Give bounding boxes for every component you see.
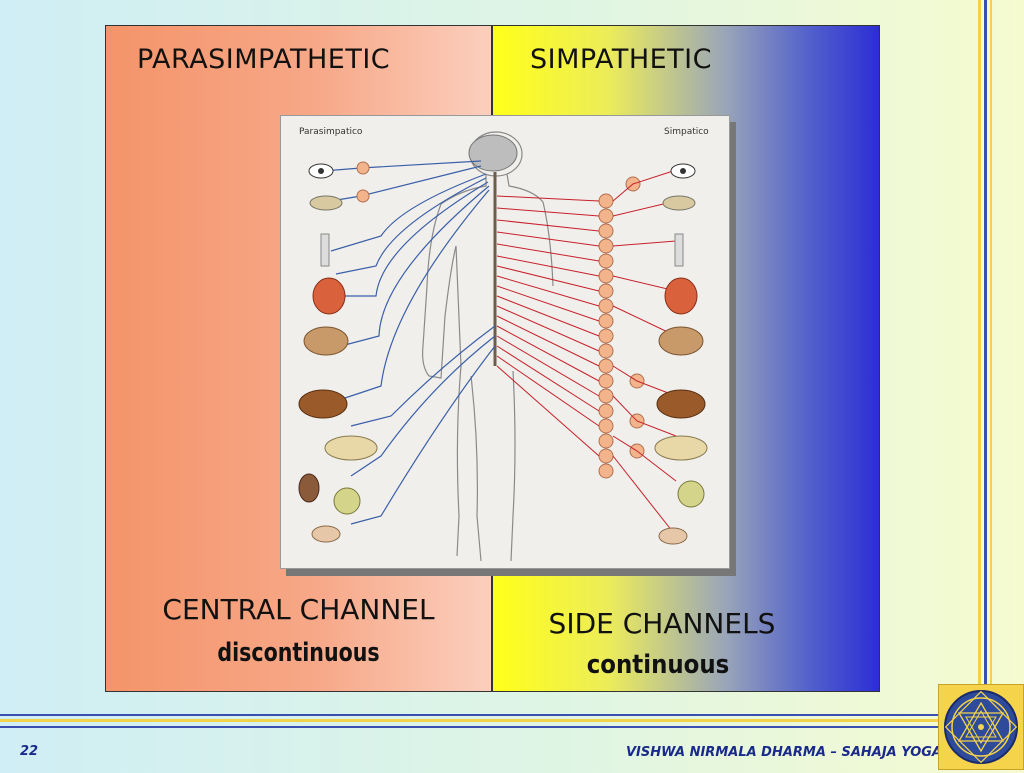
sympathetic-ganglion-chain	[598, 176, 645, 479]
footer-divider	[0, 714, 940, 716]
heart-icon	[664, 277, 698, 315]
stomach-icon	[658, 326, 704, 356]
salivary-gland-icon	[309, 195, 343, 211]
central-channel-caption: CENTRAL CHANNEL	[162, 593, 435, 626]
reproductive-organ-icon	[658, 527, 688, 545]
nervous-system-diagram: Parasimpatico Simpatico	[280, 115, 730, 569]
side-channels-subcaption: continuous	[586, 650, 730, 680]
parasympathetic-ganglia	[356, 161, 370, 203]
parasympathetic-title: PARASIMPATHETIC	[137, 44, 391, 75]
right-accent-line	[990, 0, 992, 768]
heart-icon	[312, 277, 346, 315]
trachea-icon	[320, 233, 330, 267]
right-accent-line	[978, 0, 981, 768]
body-outline	[422, 131, 554, 562]
parasympathetic-nerves	[322, 160, 496, 525]
central-channel-subcaption: discontinuous	[217, 638, 380, 668]
sri-yantra-icon	[938, 684, 1024, 770]
sympathetic-organs	[654, 163, 708, 545]
liver-icon	[656, 389, 706, 419]
intestine-icon	[654, 435, 708, 461]
reproductive-organ-icon	[311, 525, 341, 543]
nervous-system-illustration: Parasimpatico Simpatico	[298, 127, 709, 562]
slide-number: 22	[20, 744, 39, 759]
side-channels-caption: SIDE CHANNELS	[548, 607, 776, 640]
sympathetic-nerves	[496, 170, 677, 537]
trachea-icon	[674, 233, 684, 267]
brain-icon	[468, 134, 518, 172]
bladder-icon	[677, 480, 705, 508]
kidney-icon	[298, 473, 320, 503]
liver-icon	[298, 389, 348, 419]
stomach-icon	[303, 326, 349, 356]
footer-divider	[0, 719, 940, 722]
sympathetic-title: SIMPATHETIC	[530, 44, 712, 75]
diagram-label-parasympathetic: Parasimpatico	[299, 127, 363, 137]
parasympathetic-organs	[298, 163, 378, 543]
footer-divider	[0, 726, 940, 728]
diagram-label-sympathetic: Simpatico	[664, 127, 709, 137]
right-accent-line	[984, 0, 987, 768]
bladder-icon	[333, 487, 361, 515]
footer-title: VISHWA NIRMALA DHARMA – SAHAJA YOGA	[625, 745, 942, 760]
intestine-icon	[324, 435, 378, 461]
salivary-gland-icon	[662, 195, 696, 211]
